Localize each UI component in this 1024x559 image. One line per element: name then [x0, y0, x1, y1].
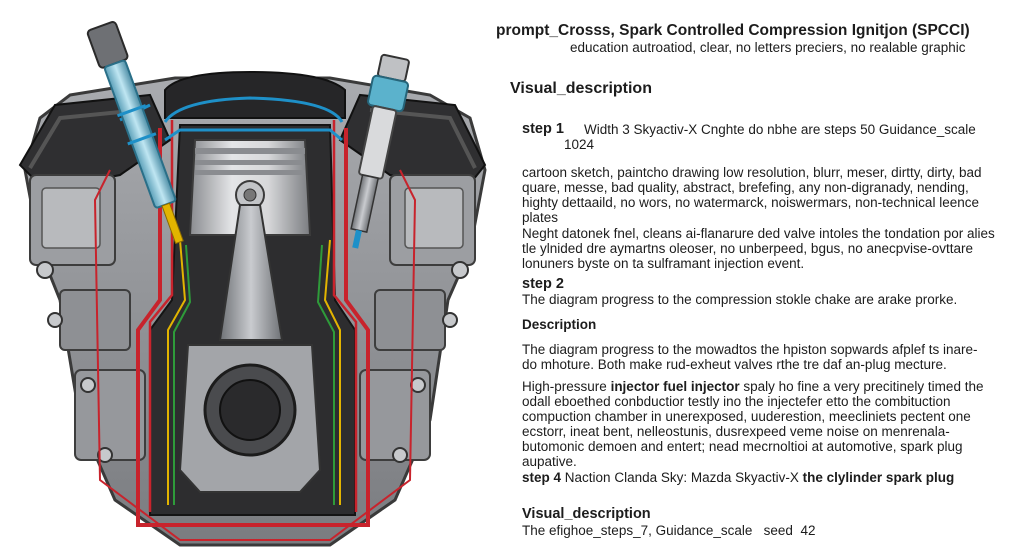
crankshaft [178, 344, 322, 493]
step-4-label: step 4 [522, 470, 562, 485]
visual-description-heading: Visual_description [510, 80, 652, 97]
injector-bold: injector fuel injector [610, 379, 740, 394]
footer-text: The efighoe_steps_7, Guidance_scale seed… [522, 523, 816, 538]
engine-cutaway-svg [18, 21, 487, 547]
step-1-text: Width 3 Skyactiv-X Cnghte do nbhe are st… [584, 122, 976, 137]
injector-rest: spaly ho fine a very precitinely timed t… [522, 379, 984, 469]
injector-intro: High-pressure [522, 379, 607, 394]
step-4-bold: the clylinder spark plug [802, 470, 955, 485]
step-4-line: step 4 Naction Clanda Sky: Mazda Skyacti… [522, 470, 954, 485]
panel-subtitle: education autroatiod, clear, no letters … [570, 40, 966, 55]
step-4-text: Naction Clanda Sky: Mazda Skyactiv-X [564, 470, 803, 485]
cylinder-head-cover [164, 70, 346, 119]
injector-paragraph: High-pressure injector fuel injector spa… [522, 379, 992, 469]
step-2-label: step 2 [522, 276, 564, 292]
visual-description-2-heading: Visual_description [522, 506, 651, 522]
sensor-wiring [167, 239, 341, 505]
step-1-value: 1024 [564, 137, 595, 152]
oil-gallery-lines [93, 120, 417, 541]
fuel-injector-icon [86, 21, 184, 245]
piston [188, 139, 312, 236]
connecting-rod [218, 204, 284, 341]
left-block-detail [29, 174, 146, 463]
panel-title: prompt_Crosss, Spark Controlled Compress… [496, 22, 970, 39]
right-block-detail [359, 174, 476, 463]
description-heading: Description [522, 317, 597, 332]
step-2-text: The diagram progress to the compression … [522, 292, 958, 307]
text-panel: prompt_Crosss, Spark Controlled Compress… [496, 0, 1016, 559]
negative-prompt-text: cartoon sketch, paintcho drawing low res… [522, 165, 982, 225]
spark-plug-icon [350, 53, 410, 249]
night-prompt-text: Neght datonek fnel, cleans ai-flanarure … [522, 226, 995, 271]
step-1-label: step 1 [522, 121, 564, 137]
engine-cutaway-diagram [0, 0, 505, 559]
description-text: The diagram progress to the mowadtos the… [522, 342, 978, 372]
